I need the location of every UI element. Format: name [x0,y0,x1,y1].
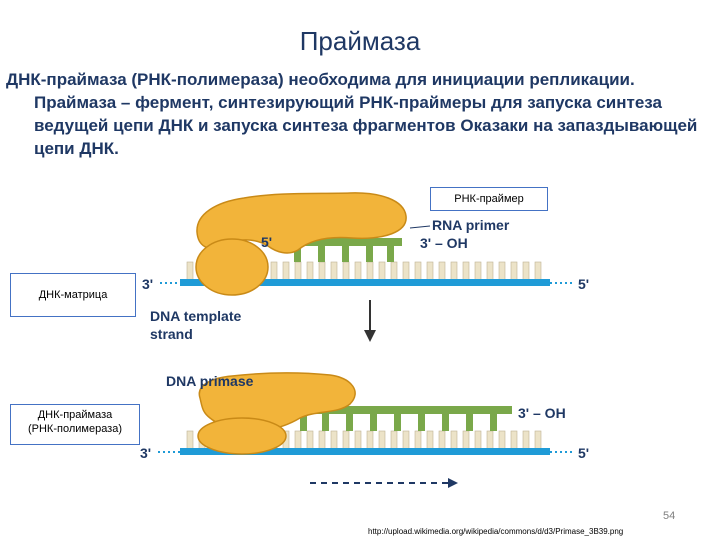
bottom-primer-backbone [290,406,512,414]
template-strand-label-2: strand [150,326,193,342]
bottom-panel: DNA primase 3' – OH 3' 5' [140,372,589,488]
primase-ru-box: ДНК-праймаза (РНК-полимераза) [10,404,140,445]
top-panel: RNA primer 5' 3' – OH 3' 5' DNA template… [142,192,589,342]
top-five-prime-end: 5' [578,276,589,292]
page-number: 54 [663,510,676,522]
rna-primer-ru-text: РНК-праймер [454,193,524,205]
bottom-three-prime-oh: 3' – OH [518,405,566,421]
top-primase-enzyme [195,192,407,296]
dna-primase-label: DNA primase [166,373,254,389]
slide-body-text: ДНК-праймаза (РНК-полимераза) необходима… [6,68,706,160]
bottom-five-prime-end: 5' [578,445,589,461]
top-five-prime: 5' [261,234,272,250]
top-rna-primer-label: RNA primer [432,217,510,233]
bottom-primer-bases [300,414,497,431]
body-line-rest: Праймаза – фермент, синтезирующий РНК-пр… [34,93,698,158]
bottom-primase-enzyme [197,372,356,455]
primase-ru-text-1: ДНК-праймаза [37,409,113,421]
synthesis-direction-arrowhead [448,478,458,488]
template-ru-text: ДНК-матрица [38,289,108,301]
top-primer-bases [294,246,394,262]
rna-primer-ru-box: РНК-праймер [430,187,548,211]
top-template-backbone [180,279,550,286]
transition-arrow [364,300,376,342]
top-rna-primer-pointer [409,225,431,229]
top-primer-backbone [280,238,402,246]
primase-ru-text-2: (РНК-полимераза) [27,423,123,435]
top-three-prime: 3' [142,276,153,292]
body-line-1: ДНК-праймаза (РНК-полимераза) необходима… [6,70,635,89]
slide-title: Праймаза [299,26,421,56]
template-ru-box: ДНК-матрица [10,273,136,317]
top-three-prime-oh: 3' – OH [420,235,468,251]
source-link[interactable]: http://upload.wikimedia.org/wikipedia/co… [368,527,624,536]
bottom-template-backbone [180,448,550,455]
bottom-three-prime: 3' [140,445,151,461]
template-strand-label-1: DNA template [150,308,241,324]
